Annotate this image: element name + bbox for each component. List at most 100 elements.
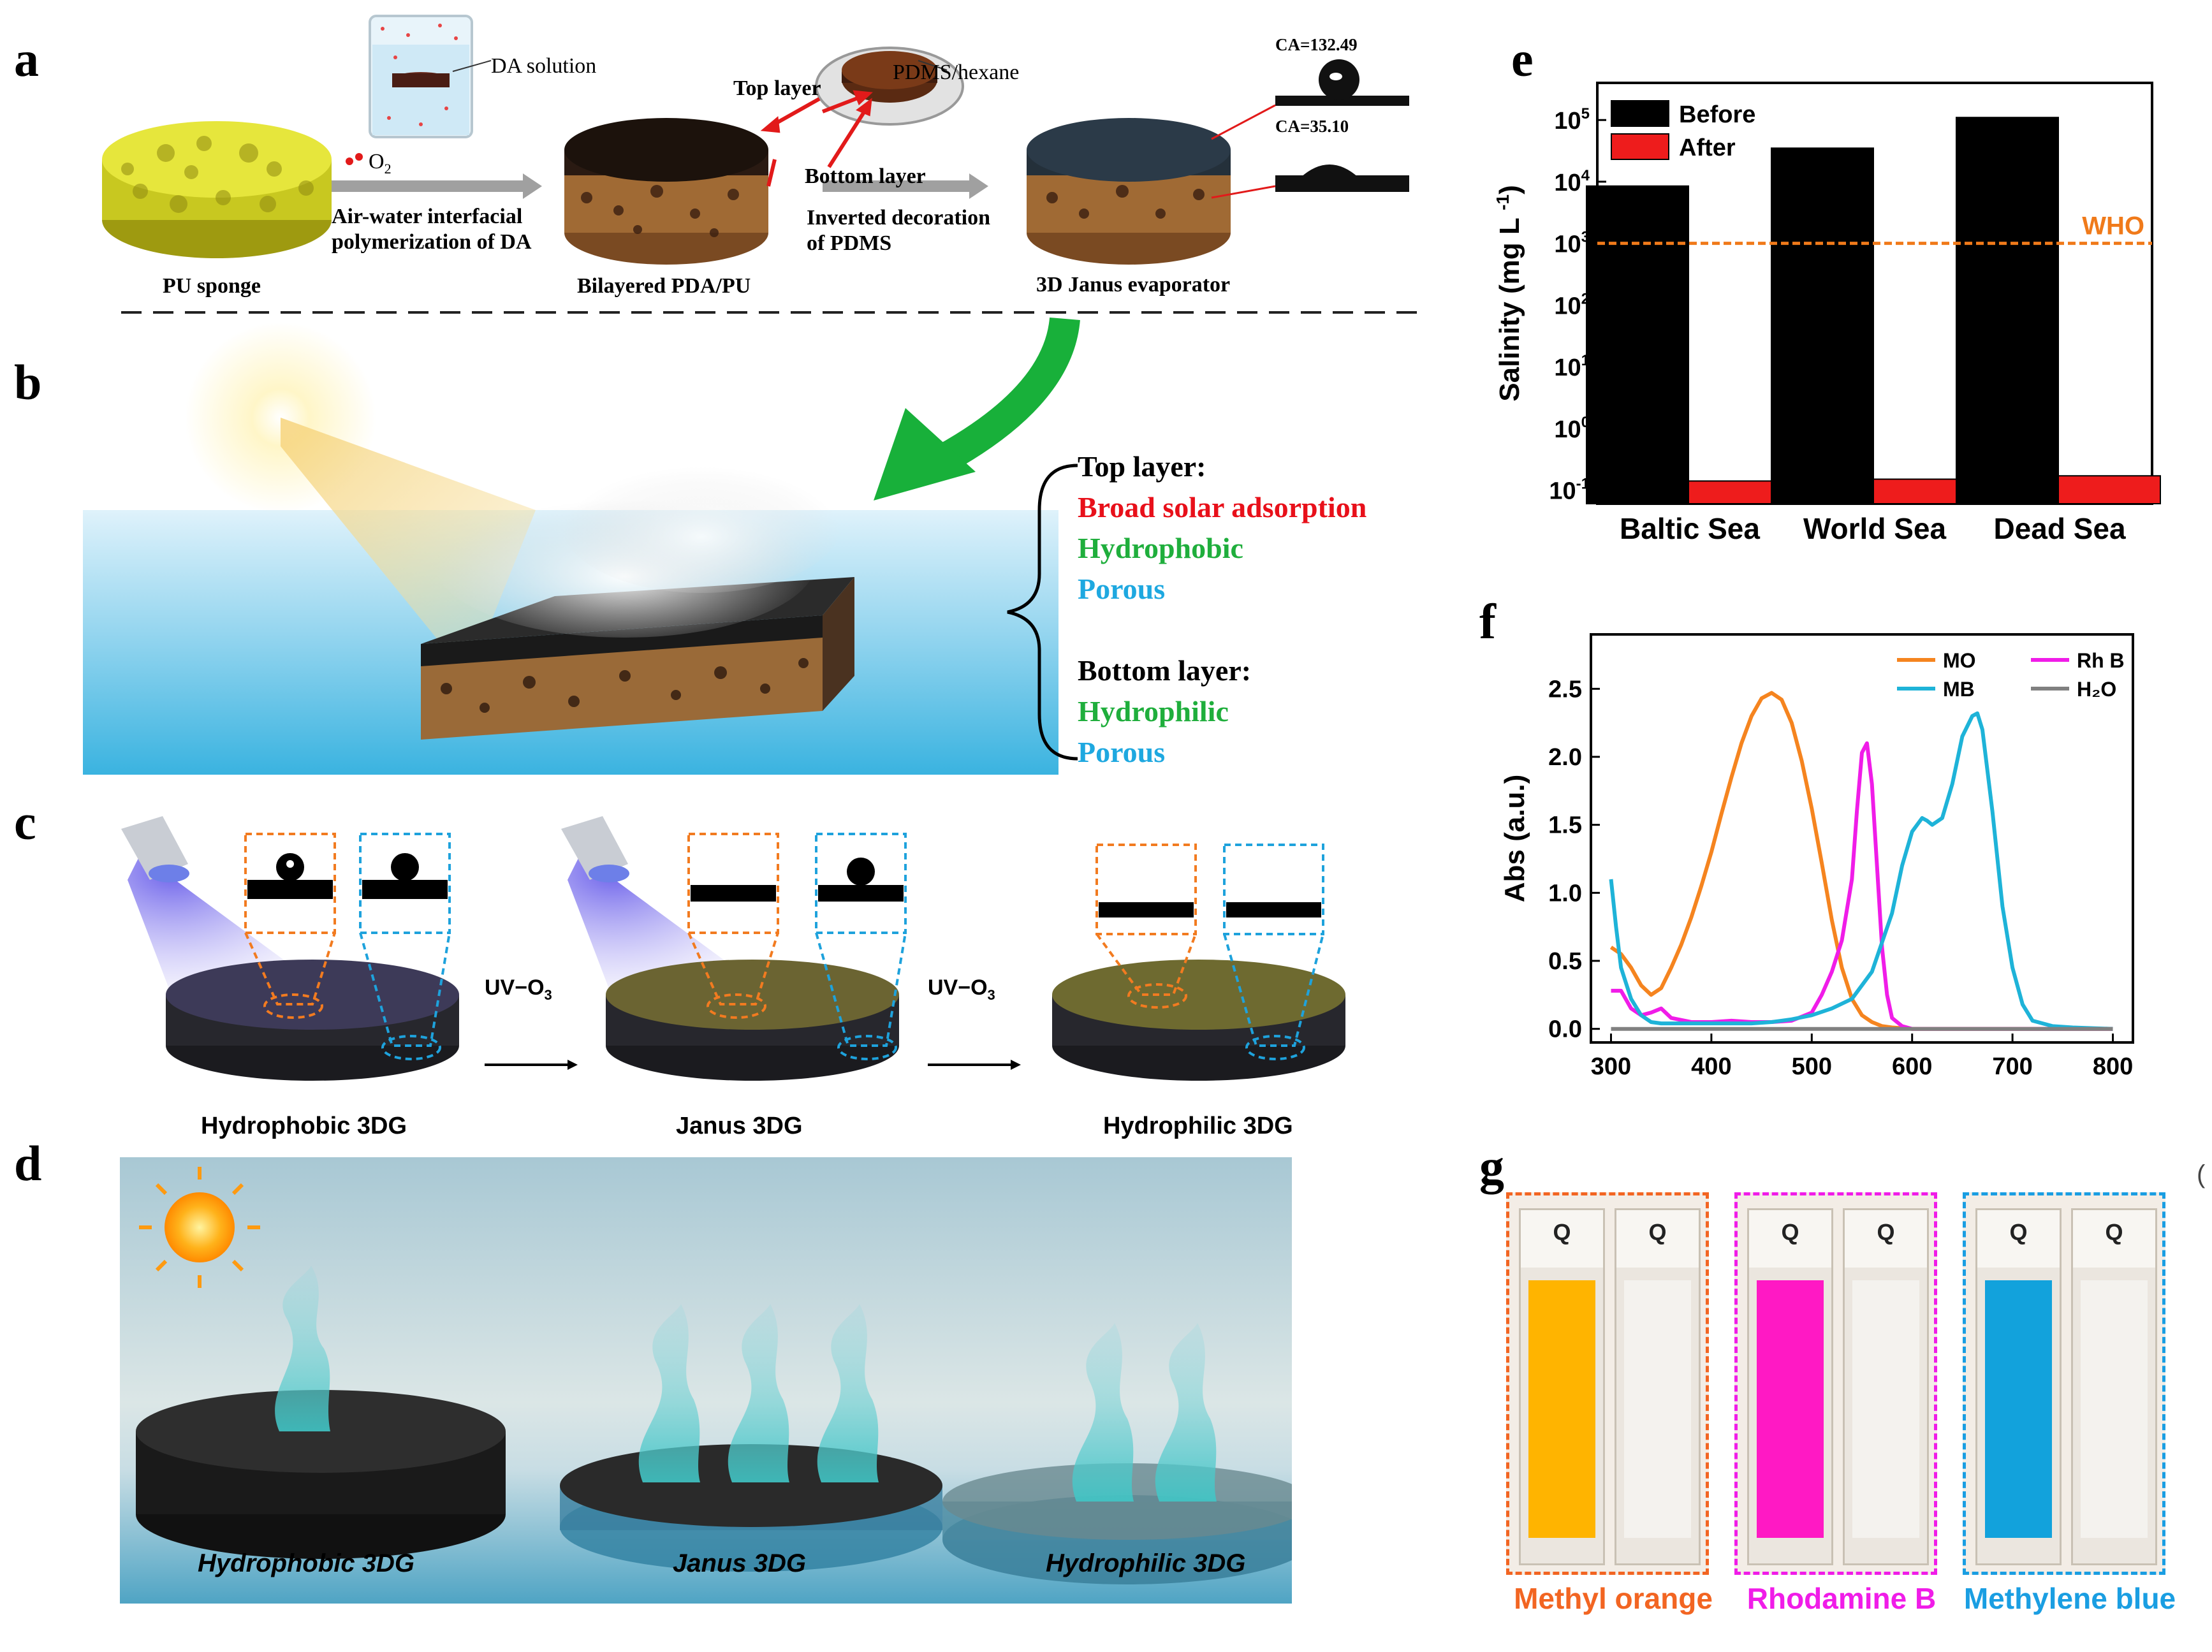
y-tick-label-e: 102 <box>1554 290 1590 319</box>
cuvette-label-q: Q <box>1521 1210 1603 1268</box>
y-tick-label-f: 2.0 <box>1548 744 1582 771</box>
beaker-da-image <box>369 15 473 138</box>
disc-hydrophobic <box>128 854 459 1081</box>
clean-water <box>1852 1280 1919 1538</box>
legend-label-f: H₂O <box>2077 678 2116 701</box>
legend-label-f: MB <box>1943 678 1975 701</box>
y-axis-label-f: Abs (a.u.) <box>1499 775 1530 902</box>
panel-d-illustration <box>120 1157 1292 1604</box>
cuvette-label-q: Q <box>1977 1210 2060 1268</box>
janus-evaporator-image <box>1027 118 1231 265</box>
series-line-mb <box>1609 711 2113 1031</box>
cuvette-label-q: Q <box>1845 1210 1927 1268</box>
bar-after <box>2058 475 2161 505</box>
dye-solution <box>1985 1280 2052 1538</box>
property-hydrophobic: Hydrophobic <box>1078 532 1243 564</box>
pdms-hexane-label: PDMS/hexane <box>893 61 1020 84</box>
disc-hydrophilic <box>1052 960 1345 1081</box>
bar-before <box>1771 147 1874 504</box>
label-janus-3dg-c: Janus 3DG <box>676 1113 803 1139</box>
panel-letter-b: b <box>14 355 42 410</box>
clean-water <box>1624 1280 1691 1538</box>
layer-brace <box>1007 464 1078 761</box>
dye-label-3: Methylene blue <box>1963 1582 2176 1615</box>
disc-d-hydrophobic <box>136 1266 506 1559</box>
x-tick-label-f: 800 <box>2093 1053 2133 1080</box>
x-tick-label-f: 700 <box>1992 1053 2032 1080</box>
bar-before <box>1586 185 1689 505</box>
cuvette-clean: Q <box>2071 1208 2157 1565</box>
who-label: WHO <box>2082 212 2144 240</box>
cuvette-label-q: Q <box>2073 1210 2155 1268</box>
pu-sponge-image <box>102 121 332 258</box>
panel-letter-e: e <box>1511 31 1534 87</box>
y-tick-label-f: 0.0 <box>1548 1016 1582 1043</box>
bilayered-sponge-image <box>564 118 768 265</box>
x-category-label-e: Baltic Sea <box>1620 512 1760 545</box>
x-tick-label-f: 600 <box>1892 1053 1932 1080</box>
panel-a-scheme <box>102 15 1422 314</box>
label-hydrophilic-3dg-d: Hydrophilic 3DG <box>1046 1549 1246 1577</box>
property-porous-top: Porous <box>1078 573 1166 605</box>
uv-lamp-2 <box>561 816 629 882</box>
pu-sponge-label: PU sponge <box>163 274 261 298</box>
plot-frame-f <box>1590 633 2134 1044</box>
panel-letter-f: f <box>1479 594 1496 649</box>
cuvette-dyed: Q <box>1975 1208 2062 1565</box>
contact-angle-bottom-image <box>1275 164 1409 192</box>
y-tick-label-f: 0.5 <box>1548 948 1582 975</box>
label-hydrophobic-3dg-c: Hydrophobic 3DG <box>201 1113 407 1139</box>
y-tick-label-f: 2.5 <box>1548 676 1582 703</box>
legend-swatch-e <box>1611 133 1669 160</box>
x-tick-label-f: 500 <box>1792 1053 1832 1080</box>
legend-label-f: Rh B <box>2077 649 2125 672</box>
ca-bottom-label: CA=35.10 <box>1275 117 1349 136</box>
petri-dish-image <box>815 47 964 126</box>
y-tick-label-e: 101 <box>1554 352 1590 381</box>
series-line-mo <box>1609 691 2113 1031</box>
panel-b-illustration <box>83 317 1080 775</box>
property-broad-solar: Broad solar adsorption <box>1078 491 1367 523</box>
y-tick-label-e: 10-1 <box>1549 476 1590 505</box>
property-porous-bottom: Porous <box>1078 736 1166 768</box>
dye-solution <box>1757 1280 1824 1538</box>
cuvette-clean: Q <box>1615 1208 1701 1565</box>
clean-water <box>2081 1280 2148 1538</box>
panel-letter-a: a <box>14 31 39 87</box>
dye-solution <box>1528 1280 1595 1538</box>
label-janus-3dg-d: Janus 3DG <box>673 1549 806 1577</box>
contact-angle-top-image <box>1275 59 1409 106</box>
cuvette-label-q: Q <box>1616 1210 1699 1268</box>
o2-dots <box>346 153 363 165</box>
sun-icon-d <box>139 1167 260 1288</box>
top-layer-label: Top layer <box>733 77 821 100</box>
y-tick-label-e: 104 <box>1554 167 1590 196</box>
panel-letter-g: g <box>1479 1139 1504 1194</box>
x-category-label-e: World Sea <box>1803 512 1947 545</box>
disc-janus <box>568 854 899 1081</box>
cuvette-dyed: Q <box>1747 1208 1833 1565</box>
janus-evaporator-label: 3D Janus evaporator <box>1036 273 1231 296</box>
process-arrow-1 <box>332 173 542 199</box>
ca-top-label: CA=132.49 <box>1275 35 1358 54</box>
dye-label-1: Methyl orange <box>1514 1582 1713 1615</box>
x-category-label-e: Dead Sea <box>1993 512 2126 545</box>
uv-lamp-1 <box>121 816 189 882</box>
cuvette-dyed: Q <box>1519 1208 1605 1565</box>
y-tick-label-f: 1.5 <box>1548 812 1582 839</box>
y-tick-label-e: 100 <box>1554 414 1590 443</box>
green-arrow <box>874 317 1080 501</box>
series-line-rh-b <box>1611 741 2113 1031</box>
y-axis-label-e: Salinity (mg L -1) <box>1493 185 1525 401</box>
uv-o3-label-1: UV−O3 <box>485 976 552 1003</box>
disc-d-janus <box>560 1304 942 1572</box>
bottom-layer-label: Bottom layer <box>805 164 926 188</box>
stray-mark: ( <box>2197 1160 2206 1188</box>
